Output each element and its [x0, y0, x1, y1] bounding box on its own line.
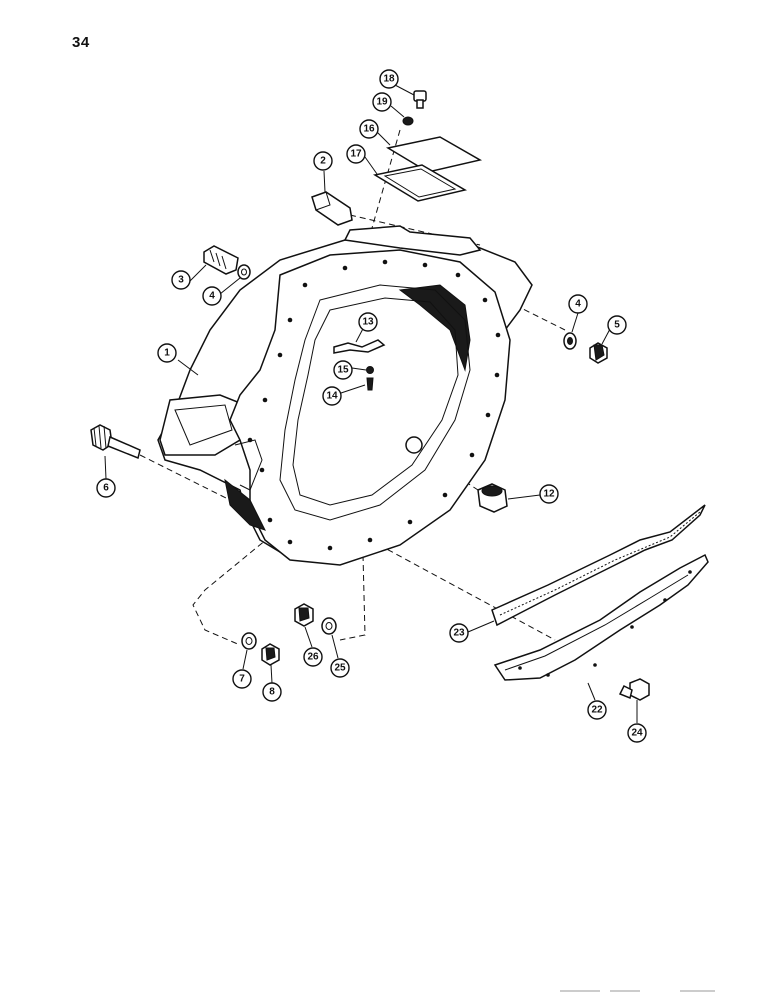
stud-3 — [203, 245, 239, 275]
washer-25 — [321, 617, 337, 635]
callout-24-label: 24 — [631, 728, 643, 739]
callout-14-label: 14 — [326, 391, 338, 402]
gasket-23 — [491, 504, 706, 627]
callout-12: 12 — [539, 484, 559, 504]
dowel-2 — [311, 191, 353, 226]
callout-4-right: 4 — [568, 294, 588, 314]
washer-7 — [241, 632, 257, 650]
seal-retainer-22 — [493, 553, 709, 681]
callout-7-label: 7 — [239, 674, 245, 685]
callout-13: 13 — [358, 312, 378, 332]
callout-3: 3 — [171, 270, 191, 290]
washer-19 — [402, 116, 414, 126]
callout-5-label: 5 — [614, 320, 620, 331]
callout-22-label: 22 — [591, 705, 603, 716]
callout-15: 15 — [333, 360, 353, 380]
page-number: 34 — [72, 34, 90, 51]
nut-8 — [261, 643, 280, 666]
callout-19-label: 19 — [376, 97, 388, 108]
callout-18: 18 — [379, 69, 399, 89]
nut-5 — [589, 342, 608, 364]
washer-4-left — [237, 264, 251, 280]
callout-12-label: 12 — [543, 489, 555, 500]
callout-6-label: 6 — [103, 483, 109, 494]
bolt-24 — [618, 678, 650, 701]
washer-4-right — [563, 332, 577, 350]
callout-24: 24 — [627, 723, 647, 743]
callout-25-label: 25 — [334, 663, 346, 674]
callout-16-label: 16 — [363, 124, 375, 135]
callout-25: 25 — [330, 658, 350, 678]
callout-1: 1 — [157, 343, 177, 363]
callout-3-label: 3 — [178, 275, 184, 286]
leader-lines — [104, 84, 638, 723]
callout-1-label: 1 — [164, 348, 170, 359]
flywheel-housing — [157, 225, 533, 566]
callout-2: 2 — [313, 151, 333, 171]
callout-8: 8 — [262, 682, 282, 702]
cover-plate — [385, 136, 483, 173]
callout-7: 7 — [232, 669, 252, 689]
nut-26 — [294, 603, 314, 627]
callout-26: 26 — [303, 647, 323, 667]
bolt-18 — [413, 90, 427, 109]
callout-15-label: 15 — [337, 365, 349, 376]
callout-17: 17 — [346, 144, 366, 164]
callout-5: 5 — [607, 315, 627, 335]
callout-13-label: 13 — [362, 317, 374, 328]
callout-17-label: 17 — [350, 149, 362, 160]
washer-15 — [366, 366, 374, 374]
callout-14: 14 — [322, 386, 342, 406]
callout-18-label: 18 — [383, 74, 395, 85]
flange-bolt-holes — [247, 259, 501, 551]
bolt-14 — [366, 377, 374, 391]
callout-4-left-label: 4 — [209, 291, 215, 302]
callout-4-right-label: 4 — [575, 299, 581, 310]
callout-8-label: 8 — [269, 687, 275, 698]
bolt-6 — [90, 424, 141, 460]
callout-23-label: 23 — [453, 628, 465, 639]
callout-19: 19 — [372, 92, 392, 112]
callout-6: 6 — [96, 478, 116, 498]
plate-13 — [333, 339, 386, 354]
callout-4-left: 4 — [202, 286, 222, 306]
plug-12 — [477, 483, 508, 513]
callout-2-label: 2 — [320, 156, 326, 167]
callout-23: 23 — [449, 623, 469, 643]
cover-gasket — [372, 164, 468, 202]
callout-22: 22 — [587, 700, 607, 720]
callout-26-label: 26 — [307, 652, 319, 663]
callout-16: 16 — [359, 119, 379, 139]
